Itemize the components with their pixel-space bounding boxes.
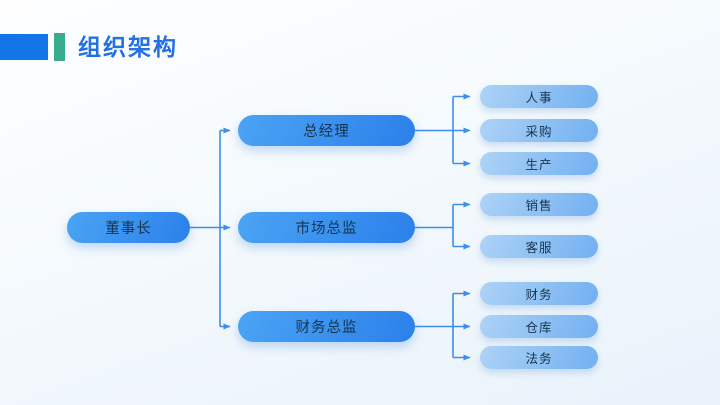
node-finance-director: 财务总监	[238, 311, 415, 342]
node-chairman: 董事长	[67, 212, 190, 243]
node-marketing-director: 市场总监	[238, 212, 415, 243]
page-title: 组织架构	[78, 34, 178, 60]
node-legal: 法务	[480, 346, 598, 369]
node-procurement: 采购	[480, 119, 598, 142]
node-customer-service: 客服	[480, 235, 598, 258]
node-sales: 销售	[480, 193, 598, 216]
node-finance: 财务	[480, 282, 598, 305]
node-hr: 人事	[480, 85, 598, 108]
node-production: 生产	[480, 152, 598, 175]
header-accent-rect	[0, 34, 48, 60]
node-general-manager: 总经理	[238, 115, 415, 146]
node-warehouse: 仓库	[480, 315, 598, 338]
header-accent-bar	[54, 33, 65, 61]
